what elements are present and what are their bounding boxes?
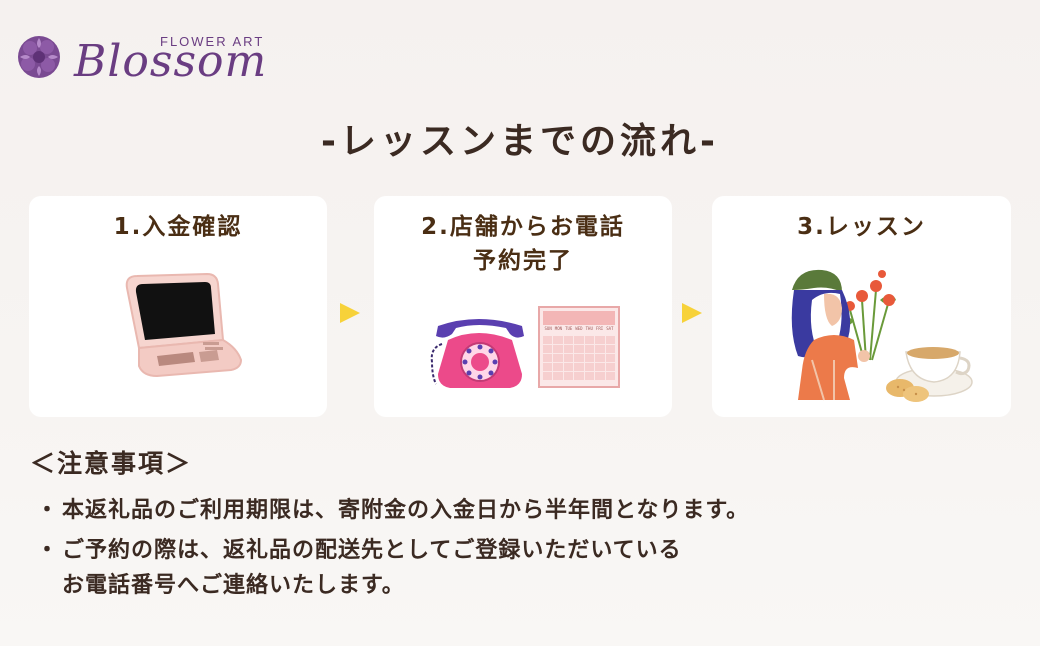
calendar-cell [553,336,563,344]
note-bullet: ・ [36,538,60,563]
calendar-cell [563,336,574,344]
calendar-weekday: WED [575,326,583,331]
calendar-cell [584,345,595,353]
calendar-cell [574,336,584,344]
page-title: -レッスンまでの流れ- [321,121,719,162]
lesson-illustration [791,269,973,402]
laptop-icon [125,272,243,378]
calendar-grid [543,336,615,380]
calendar-cell [563,354,574,362]
calendar-cell [595,363,605,371]
flower-logo-icon [18,36,60,78]
calendar-cell [574,354,584,362]
calendar-weekday: MON [554,326,563,331]
calendar-cell [553,354,563,362]
note-text: お電話番号へご連絡いたします。 [62,573,405,598]
calendar-weekday: FRI [595,326,604,331]
calendar-cell [605,372,615,380]
note-item: ・本返礼品のご利用期限は、寄附金の入金日から半年間となります。 [36,492,749,524]
calendar-cell [563,372,574,380]
calendar-cell [563,363,574,371]
telephone-icon [430,319,524,388]
calendar-cell [595,336,605,344]
step-title-line2: 予約完了 [473,248,573,274]
calendar-cell [595,354,605,362]
calendar-cell [574,345,584,353]
step-title-line1: 2.店舗からお電話 [421,214,625,240]
calendar-cell [574,372,584,380]
calendar-weekday: THU [585,326,593,331]
step-title: 1.入金確認 [113,214,243,240]
note-text: 本返礼品のご利用期限は、寄附金の入金日から半年間となります。 [62,498,750,523]
calendar-cell [543,336,553,344]
calendar-cell [595,345,605,353]
calendar-cell [563,345,574,353]
calendar-cell [584,363,595,371]
step-card-lesson: 3.レッスン [712,196,1011,417]
brand-logo: FLOWER ART Blossom [16,28,276,92]
calendar-cell [574,363,584,371]
calendar-cell [543,372,553,380]
notes-heading: ＜注意事項＞ [30,449,193,478]
next-arrow-icon [340,303,360,323]
calendar-cell [605,345,615,353]
calendar-cell [584,372,595,380]
next-arrow-icon [682,303,702,323]
calendar-cell [595,372,605,380]
brand-subtitle: FLOWER ART [160,34,265,49]
note-bullet: ・ [36,498,60,523]
calendar-cell [553,363,563,371]
calendar-cell [584,354,595,362]
calendar-cell [605,336,615,344]
note-item-continued: お電話番号へご連絡いたします。 [62,567,405,599]
note-text: ご予約の際は、返礼品の配送先としてご登録いただいている [62,538,682,563]
calendar-cell [553,372,563,380]
calendar-cell [543,354,553,362]
calendar-cell [605,363,615,371]
brand-name: Blossom [74,36,268,87]
calendar-weekday: SUN [544,326,552,331]
calendar-weekday: SAT [606,326,614,331]
note-item: ・ご予約の際は、返礼品の配送先としてご登録いただいている [36,532,682,564]
calendar-cell [543,345,553,353]
calendar-weekday: TUE [565,326,573,331]
calendar-cell [605,354,615,362]
step-card-payment: 1.入金確認 [29,196,327,417]
calendar-cell [543,363,553,371]
step-title: 3.レッスン [797,214,926,240]
calendar-cell [584,336,595,344]
calendar-cell [553,345,563,353]
step-title: 2.店舗からお電話 予約完了 [374,210,672,278]
